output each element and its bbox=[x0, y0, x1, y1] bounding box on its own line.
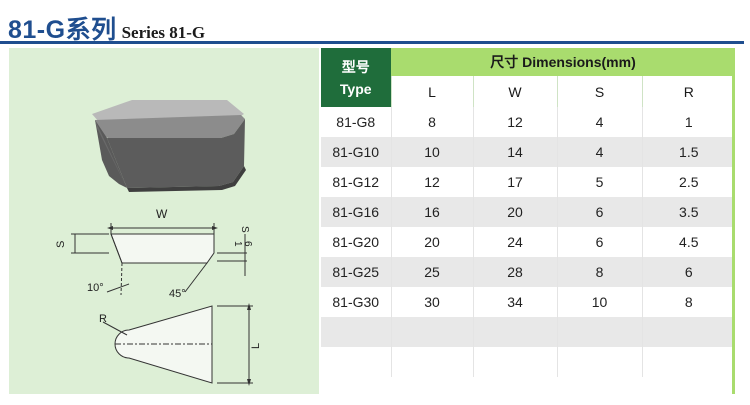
w-cell: 24 bbox=[472, 227, 557, 257]
l-cell: 12 bbox=[390, 167, 473, 197]
w-cell: 34 bbox=[472, 287, 557, 317]
r-cell: 3.5 bbox=[641, 197, 736, 227]
table-row: 81-G10 10 14 4 1.5 bbox=[321, 137, 736, 167]
top-view-drawing bbox=[102, 303, 253, 386]
s-ratio-symbol: S bbox=[239, 226, 250, 233]
table-row: 81-G12 12 17 5 2.5 bbox=[321, 167, 736, 197]
l-label: L bbox=[250, 343, 262, 349]
series-title: 81-G系列 bbox=[8, 16, 117, 44]
w-cell: 28 bbox=[472, 257, 557, 287]
table-row: 81-G25 25 28 8 6 bbox=[321, 257, 736, 287]
column-header-row: L W S R bbox=[321, 76, 736, 107]
empty-row bbox=[321, 317, 736, 347]
s-cell: 4 bbox=[556, 107, 642, 137]
s-cell: 6 bbox=[556, 197, 642, 227]
angle-45-label: 45° bbox=[169, 288, 186, 300]
w-cell: 17 bbox=[472, 167, 557, 197]
column-header-w: W bbox=[472, 76, 557, 107]
table-row: 81-G30 30 34 10 8 bbox=[321, 287, 736, 317]
r-cell: 4.5 bbox=[641, 227, 736, 257]
s-ratio-bottom: 6 bbox=[242, 241, 253, 247]
l-cell: 20 bbox=[390, 227, 473, 257]
r-cell: 2.5 bbox=[641, 167, 736, 197]
type-cell: 81-G20 bbox=[332, 234, 380, 250]
w-label: W bbox=[156, 207, 168, 221]
angle-10-label: 10° bbox=[87, 282, 104, 294]
table-row: 81-G20 20 24 6 4.5 bbox=[321, 227, 736, 257]
table-row: 81-G16 16 20 6 3.5 bbox=[321, 197, 736, 227]
l-cell: 16 bbox=[390, 197, 473, 227]
l-cell: 25 bbox=[390, 257, 473, 287]
s-label: S bbox=[55, 241, 67, 248]
type-header-en: Type bbox=[339, 80, 372, 97]
l-cell: 8 bbox=[390, 107, 473, 137]
type-header-cn: 型号 bbox=[341, 58, 370, 75]
s-cell: 10 bbox=[556, 287, 642, 317]
side-view-drawing bbox=[71, 223, 247, 296]
type-cell: 81-G30 bbox=[332, 294, 380, 310]
r-cell: 1 bbox=[641, 107, 736, 137]
type-header: 型号 Type bbox=[321, 48, 391, 107]
s-cell: 5 bbox=[556, 167, 642, 197]
r-cell: 6 bbox=[641, 257, 736, 287]
product-illustration-panel: W S S 1 6 10° 45° R L bbox=[9, 48, 319, 394]
l-cell: 30 bbox=[390, 287, 473, 317]
insert-drawing: W S S 1 6 10° 45° R L bbox=[55, 100, 262, 386]
insert-render bbox=[92, 100, 246, 192]
w-cell: 20 bbox=[472, 197, 557, 227]
dimensions-table-wrap: 型号 Type 尺寸 Dimensions(mm) L W S R 81-G8 … bbox=[321, 48, 736, 394]
s-cell: 6 bbox=[556, 227, 642, 257]
dimensions-table: 型号 Type 尺寸 Dimensions(mm) L W S R 81-G8 … bbox=[321, 48, 736, 377]
s-cell: 4 bbox=[556, 137, 642, 167]
column-header-r: R bbox=[641, 76, 736, 107]
s-cell: 8 bbox=[556, 257, 642, 287]
type-cell: 81-G10 bbox=[321, 137, 391, 167]
l-cell: 10 bbox=[390, 137, 473, 167]
type-cell: 81-G25 bbox=[321, 257, 391, 287]
w-cell: 12 bbox=[472, 107, 557, 137]
w-cell: 14 bbox=[472, 137, 557, 167]
s-ratio-top: 1 bbox=[232, 241, 243, 247]
dimensions-header: 尺寸 Dimensions(mm) bbox=[391, 48, 736, 76]
r-label: R bbox=[99, 313, 107, 325]
page-title: 81-G系列 Series 81-G bbox=[8, 10, 205, 44]
type-cell: 81-G12 bbox=[332, 174, 380, 190]
title-rule bbox=[0, 41, 744, 44]
r-cell: 1.5 bbox=[641, 137, 736, 167]
column-header-l: L bbox=[390, 76, 473, 107]
r-cell: 8 bbox=[641, 287, 736, 317]
type-cell: 81-G16 bbox=[321, 197, 391, 227]
table-edge-stripe bbox=[732, 48, 735, 394]
empty-row bbox=[321, 347, 736, 377]
series-subtitle: Series 81-G bbox=[121, 23, 206, 42]
type-cell: 81-G8 bbox=[336, 114, 376, 130]
column-header-s: S bbox=[556, 76, 642, 107]
table-row: 81-G8 8 12 4 1 bbox=[321, 107, 736, 137]
